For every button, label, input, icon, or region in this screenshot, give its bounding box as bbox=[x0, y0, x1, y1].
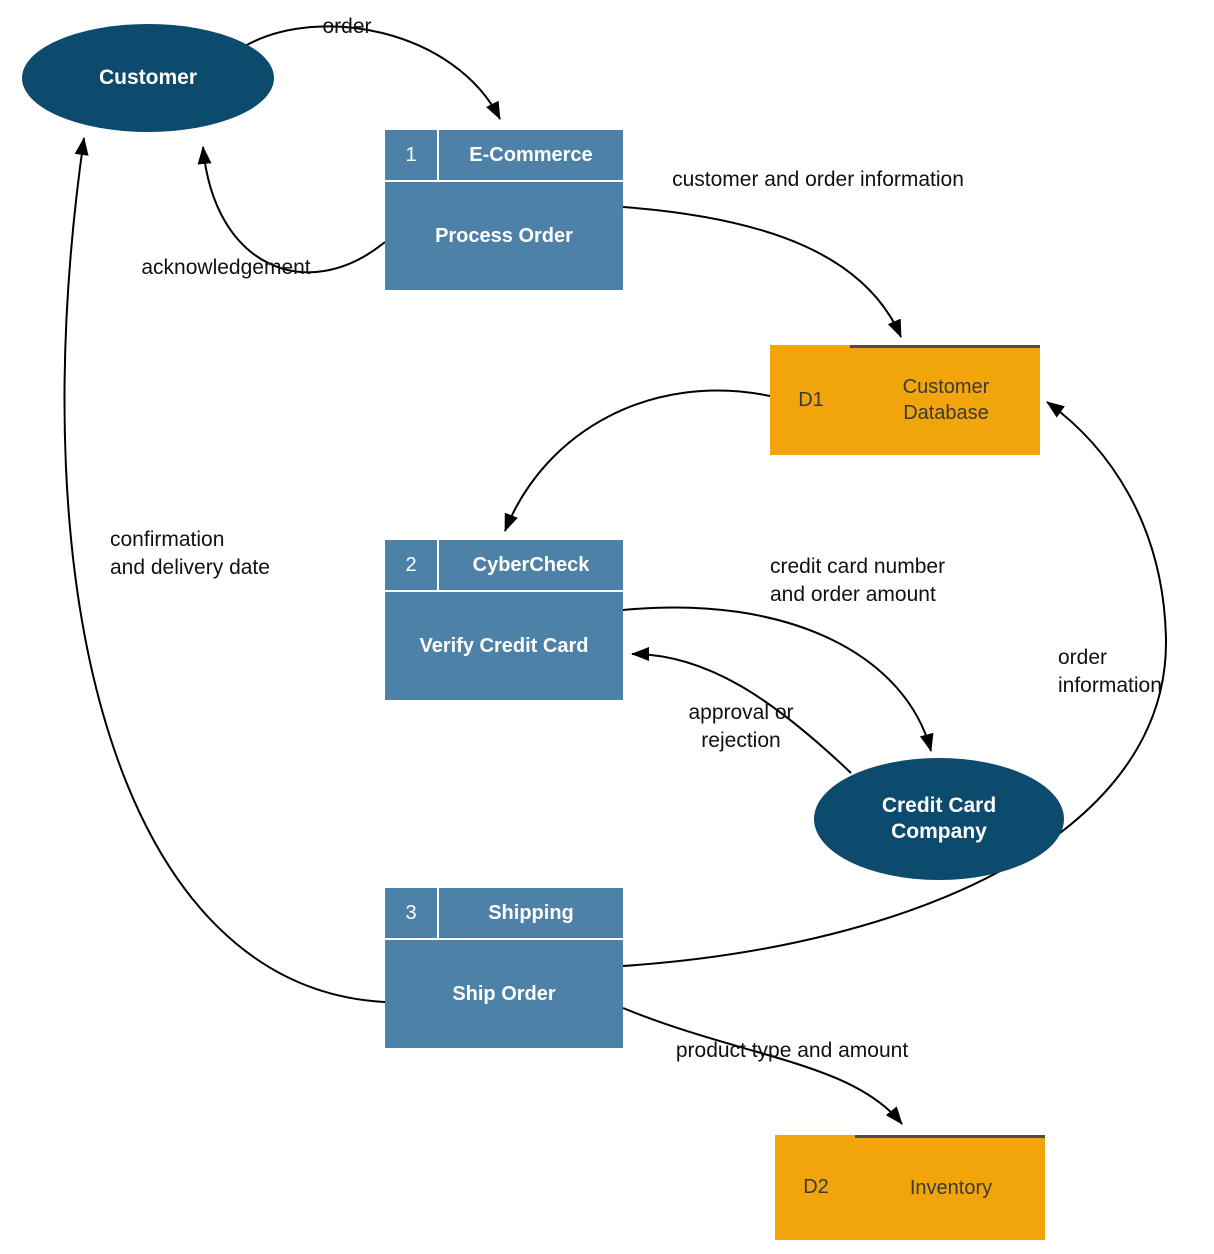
flow-arrow-d1-to-verify-credit-card bbox=[504, 389, 771, 532]
process-3-header: 3 Shipping bbox=[385, 888, 623, 940]
flow-arrow-order bbox=[244, 25, 501, 120]
process-2-name: Verify Credit Card bbox=[419, 634, 589, 657]
process-3-number: 3 bbox=[385, 888, 439, 938]
datastore-d1-name: Customer Database bbox=[902, 376, 990, 424]
process-2-verify-credit-card: 2 CyberCheck Verify Credit Card bbox=[385, 540, 623, 700]
process-2-number: 2 bbox=[385, 540, 439, 590]
process-1-system: E-Commerce bbox=[469, 143, 593, 166]
flow-arrow-product-type-and-amount bbox=[622, 1007, 903, 1125]
entity-credit-card-company-label: Credit Card Company bbox=[881, 794, 997, 843]
flow-label-acknowledgement: acknowledgement bbox=[141, 256, 311, 279]
process-1-header: 1 E-Commerce bbox=[385, 130, 623, 182]
flow-label-order-information: order information bbox=[1058, 646, 1162, 697]
flow-label-order: order bbox=[322, 15, 372, 38]
datastore-d2-id: D2 bbox=[803, 1176, 829, 1198]
flow-label-credit-card-number-and-order-amount: credit card number and order amount bbox=[770, 555, 946, 606]
datastore-d2-inventory: D2 Inventory bbox=[775, 1135, 1045, 1240]
datastore-d1-id: D1 bbox=[798, 388, 824, 411]
process-1-process-order: 1 E-Commerce Process Order bbox=[385, 130, 623, 290]
entity-customer: Customer bbox=[22, 24, 274, 132]
entity-credit-card-company: Credit Card Company bbox=[814, 758, 1064, 880]
flow-label-confirmation-and-delivery-date: confirmation and delivery date bbox=[110, 528, 270, 579]
entity-customer-label: Customer bbox=[98, 66, 198, 89]
process-3-ship-order: 3 Shipping Ship Order bbox=[385, 888, 623, 1048]
process-2-system: CyberCheck bbox=[472, 553, 590, 576]
flow-label-product-type-and-amount: product type and amount bbox=[675, 1039, 909, 1062]
process-1-name: Process Order bbox=[435, 224, 573, 247]
process-1-number: 1 bbox=[385, 130, 439, 180]
process-3-system: Shipping bbox=[488, 901, 574, 924]
datastore-d2-name: Inventory bbox=[909, 1176, 993, 1199]
flow-arrow-customer-and-order-information bbox=[622, 206, 902, 338]
process-3-name: Ship Order bbox=[452, 982, 556, 1005]
flow-label-customer-and-order-information: customer and order information bbox=[672, 168, 964, 191]
process-2-header: 2 CyberCheck bbox=[385, 540, 623, 592]
datastore-d1-customer-database: D1 Customer Database bbox=[770, 345, 1040, 455]
flow-label-approval-or-rejection: approval or rejection bbox=[688, 701, 794, 752]
